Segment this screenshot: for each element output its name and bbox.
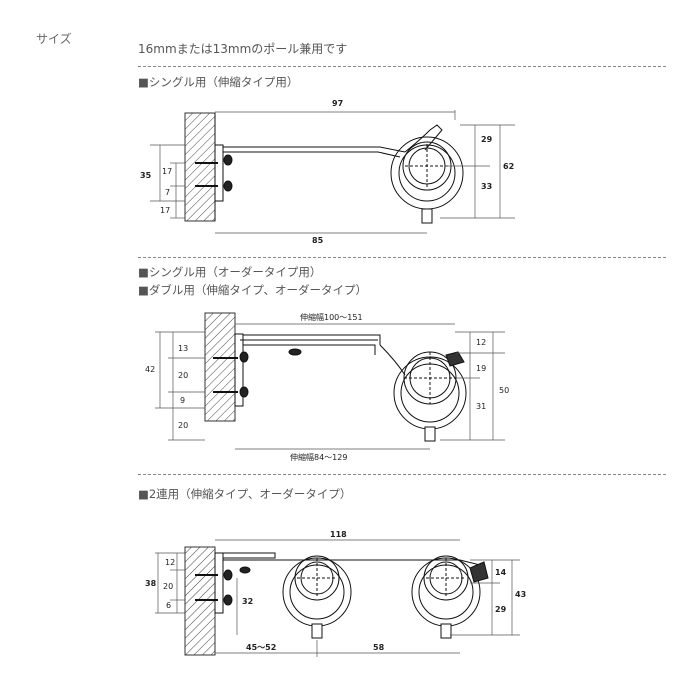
dim-left-b: 20 xyxy=(178,371,188,380)
dim-left-c: 17 xyxy=(160,206,170,215)
dim-left-d: 20 xyxy=(178,421,188,430)
separator xyxy=(138,474,666,475)
section-title-triple: ■2連用（伸縮タイプ、オーダータイプ） xyxy=(138,487,352,501)
dim-left-total: 42 xyxy=(145,365,155,374)
dim-left-b: 7 xyxy=(165,188,170,197)
dim-top-range: 伸縮幅100～151 xyxy=(300,312,363,322)
dim-right-b: 29 xyxy=(495,605,507,614)
dim-bottom-b: 58 xyxy=(373,643,385,652)
dim-right-total: 43 xyxy=(515,590,526,599)
dim-right-b: 19 xyxy=(476,364,486,373)
dim-right-a: 29 xyxy=(481,135,493,144)
intro-text: 16mmまたは13mmのポール兼用です xyxy=(138,42,348,56)
dim-left-a: 12 xyxy=(165,558,175,567)
diagram-single-telescopic xyxy=(150,110,515,234)
dim-right-a: 12 xyxy=(476,338,486,347)
dim-left-a: 13 xyxy=(178,344,188,353)
dim-right-total: 50 xyxy=(499,386,509,395)
separator xyxy=(138,66,666,67)
dim-right-b: 33 xyxy=(481,182,492,191)
diagram-double xyxy=(155,312,505,450)
dim-left-total: 38 xyxy=(145,579,157,588)
dim-right-total: 62 xyxy=(503,162,514,171)
dim-right-a: 14 xyxy=(495,568,507,577)
section-title-double: ■ダブル用（伸縮タイプ、オーダータイプ） xyxy=(138,283,368,297)
dim-bottom-a: 45～52 xyxy=(246,643,276,652)
dim-left-a: 17 xyxy=(162,167,172,176)
dim-top-width: 118 xyxy=(330,530,347,539)
dim-bottom-width: 85 xyxy=(312,236,324,245)
dim-top-width: 97 xyxy=(332,99,343,108)
section-title-single-telescopic: ■シングル用（伸縮タイプ用） xyxy=(138,75,299,89)
dim-left-c: 6 xyxy=(166,601,171,610)
diagram-triple xyxy=(155,539,520,657)
dim-left-total: 35 xyxy=(140,171,152,180)
separator xyxy=(138,257,666,258)
size-label: サイズ xyxy=(36,32,72,46)
dim-right-c: 31 xyxy=(476,402,486,411)
dim-left-c: 9 xyxy=(180,396,185,405)
dim-bottom-range: 伸縮幅84～129 xyxy=(290,452,347,462)
section-title-single-order: ■シングル用（オーダータイプ用） xyxy=(138,265,322,279)
dim-mid: 32 xyxy=(242,597,253,606)
dim-left-b: 20 xyxy=(163,582,173,591)
